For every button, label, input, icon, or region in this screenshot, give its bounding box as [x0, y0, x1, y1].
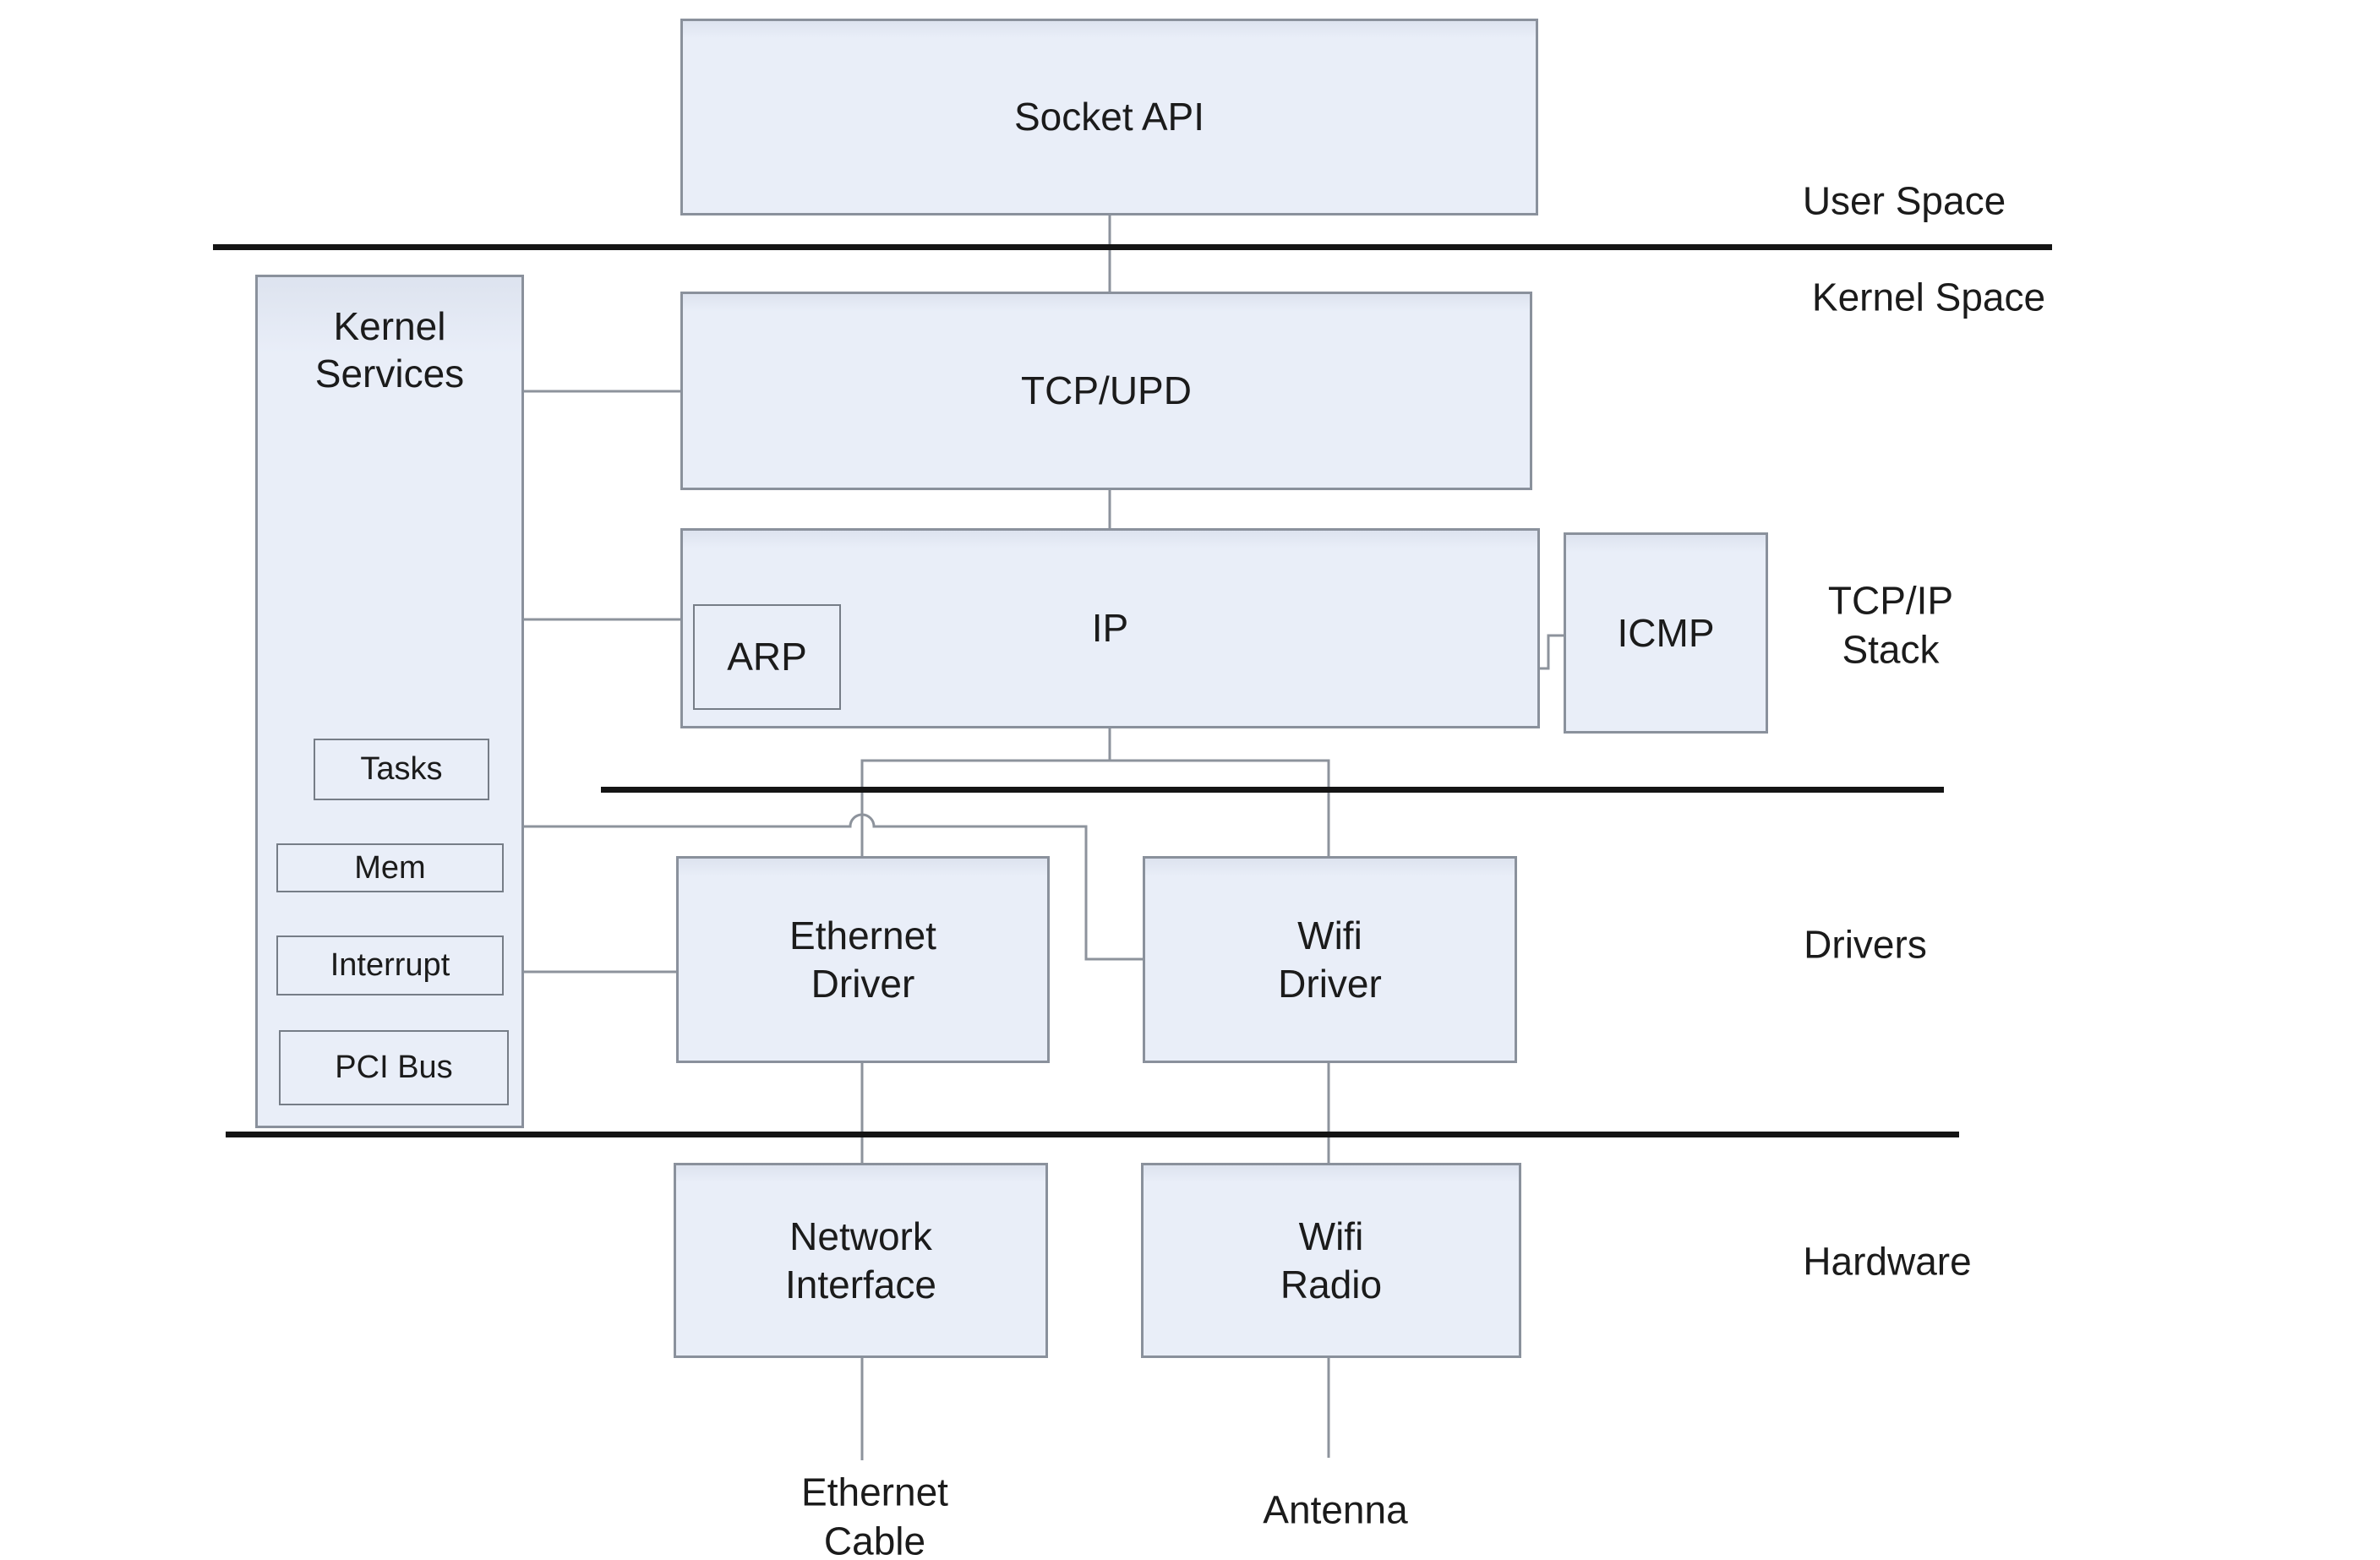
kernel-space-label: Kernel Space	[1811, 275, 2046, 319]
kernel-services-label: Kernel Services	[314, 304, 465, 396]
separator-user-kernel	[213, 244, 2052, 250]
user-space-label: User Space	[1802, 178, 2006, 223]
tcp-upd-label: TCP/UPD	[1021, 368, 1192, 413]
ip-label: IP	[1091, 606, 1129, 651]
connector-ip-to-drivers	[860, 759, 1330, 856]
socket-api-label: Socket API	[1013, 95, 1204, 139]
kernel-services-box: Kernel Services	[255, 275, 524, 1128]
ethernet-driver-box: Ethernet Driver	[676, 856, 1050, 1063]
connector-ip-to-icmp	[1540, 634, 1564, 670]
pci-bus-label: PCI Bus	[335, 1050, 453, 1086]
hardware-label: Hardware	[1803, 1239, 1972, 1284]
wifi-radio-label: Wifi Radio	[1280, 1214, 1383, 1306]
network-interface-label: Network Interface	[785, 1214, 936, 1306]
icmp-label: ICMP	[1617, 610, 1715, 655]
tcp-upd-box: TCP/UPD	[680, 292, 1532, 490]
tcpip-stack-label: TCP/IP Stack	[1827, 578, 1954, 672]
mem-box: Mem	[276, 843, 504, 892]
socket-api-box: Socket API	[680, 19, 1538, 215]
arp-label: ARP	[727, 635, 807, 679]
connector-mem-to-wifi-driver	[524, 813, 1143, 961]
interrupt-box: Interrupt	[276, 935, 504, 995]
icmp-box: ICMP	[1564, 532, 1768, 734]
mem-label: Mem	[354, 849, 426, 886]
separator-stack-drivers	[601, 787, 1944, 793]
separator-drivers-hardware	[226, 1132, 1959, 1137]
ethernet-driver-label: Ethernet Driver	[789, 914, 936, 1006]
network-interface-box: Network Interface	[674, 1163, 1048, 1358]
tasks-label: Tasks	[360, 751, 443, 788]
tasks-box: Tasks	[314, 739, 489, 800]
wifi-driver-box: Wifi Driver	[1143, 856, 1517, 1063]
antenna-label: Antenna	[1263, 1487, 1408, 1532]
arp-box: ARP	[693, 604, 841, 710]
interrupt-label: Interrupt	[330, 947, 450, 984]
wifi-driver-label: Wifi Driver	[1278, 914, 1382, 1006]
ethernet-cable-label: Ethernet Cable	[801, 1470, 948, 1560]
wifi-radio-box: Wifi Radio	[1141, 1163, 1521, 1358]
pci-bus-box: PCI Bus	[279, 1030, 509, 1105]
drivers-label: Drivers	[1804, 922, 1927, 967]
